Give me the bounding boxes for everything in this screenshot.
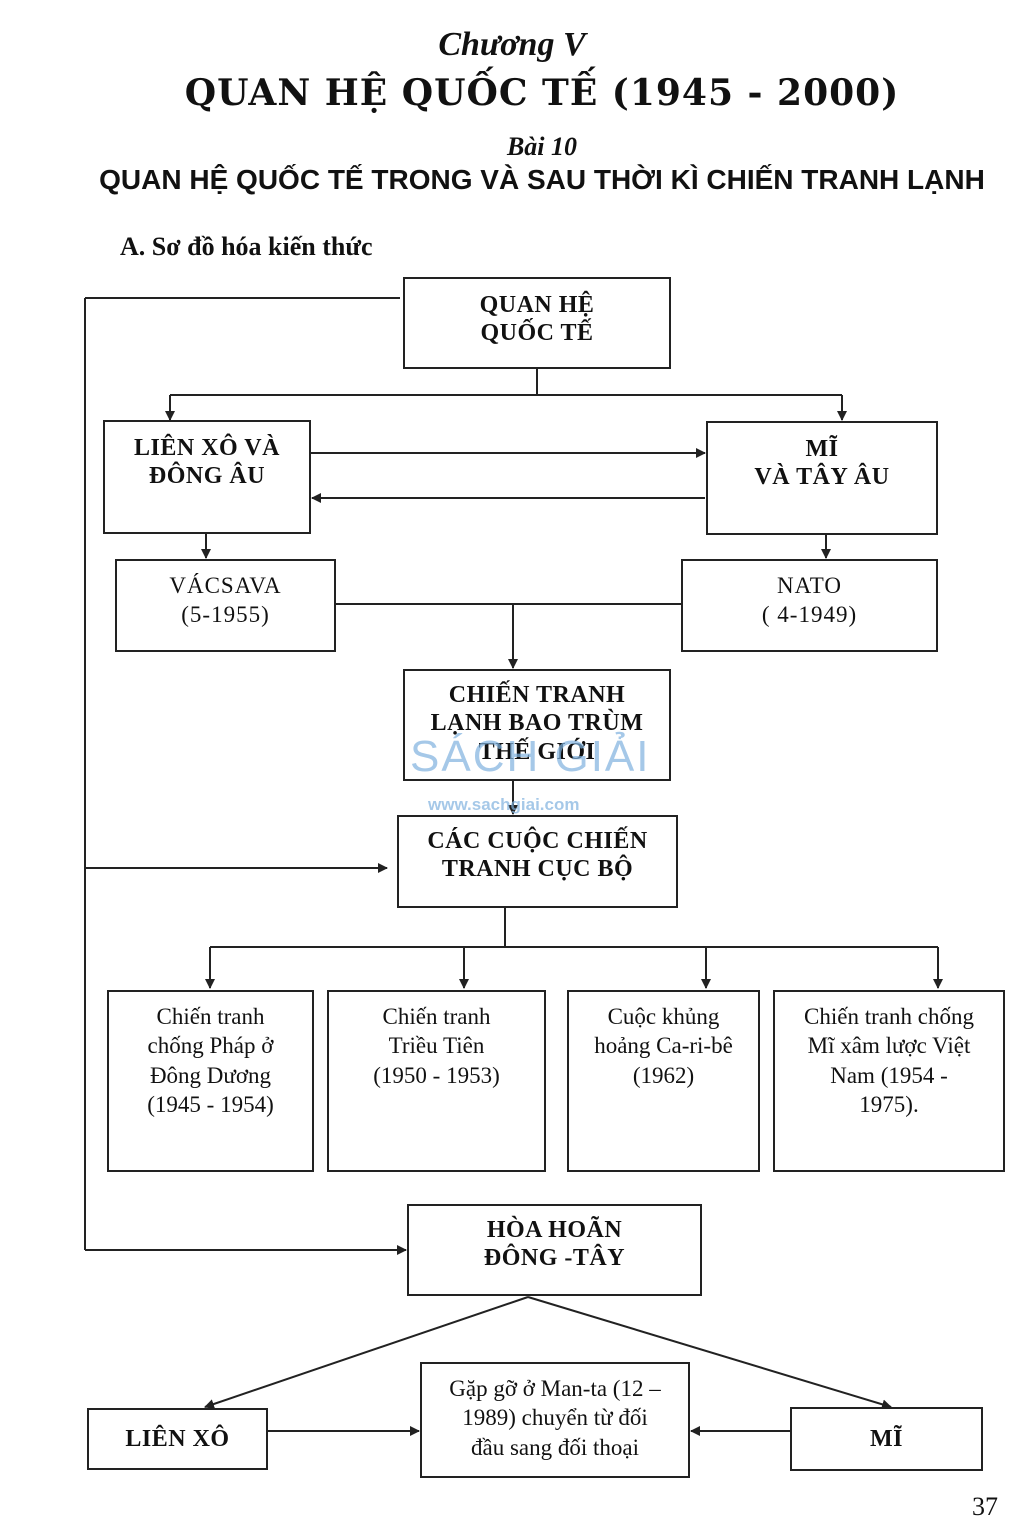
node-conflict-vietnam: Chiến tranh chống Mĩ xâm lược Việt Nam (…	[773, 990, 1005, 1172]
arrow-detente-to-usa	[527, 1296, 892, 1410]
watermark-url: www.sachgiai.com	[428, 795, 580, 814]
node-usa: MĨ	[790, 1407, 983, 1471]
node-soviet-union: LIÊN XÔ	[87, 1408, 268, 1470]
node-label: Chiến tranh chống Pháp ở Đông Dương (194…	[147, 1004, 274, 1118]
node-conflict-korea: Chiến tranh Triều Tiên (1950 - 1953)	[327, 990, 546, 1172]
node-label: Gặp gỡ ở Man-ta (12 – 1989) chuyển từ đố…	[449, 1376, 661, 1460]
node-conflict-caribbean: Cuộc khủng hoảng Ca-ri-bê (1962)	[567, 990, 760, 1172]
node-label: CÁC CUỘC CHIẾN TRANH CỤC BỘ	[427, 828, 648, 883]
lesson-heading: Bài 10	[506, 132, 578, 161]
node-detente: HÒA HOÃN ĐÔNG -TÂY	[407, 1204, 702, 1296]
node-label: Cuộc khủng hoảng Ca-ri-bê (1962)	[594, 1004, 733, 1088]
node-cold-war: CHIẾN TRANH LẠNH BAO TRÙM THẾ GIỚI	[403, 669, 671, 781]
node-label: VÁCSAVA (5-1955)	[169, 573, 282, 628]
node-label: MĨ	[870, 1425, 903, 1452]
node-label: HÒA HOÃN ĐÔNG -TÂY	[483, 1217, 626, 1272]
node-conflict-indochina: Chiến tranh chống Pháp ở Đông Dương (194…	[107, 990, 314, 1172]
section-heading: A. Sơ đồ hóa kiến thức	[120, 232, 373, 261]
node-warsaw-pact: VÁCSAVA (5-1955)	[115, 559, 336, 652]
node-international-relations: QUAN HỆ QUỐC TẾ	[403, 277, 671, 369]
lesson-subtitle: QUAN HỆ QUỐC TẾ TRONG VÀ SAU THỜI KÌ CHI…	[99, 164, 985, 195]
node-label: NATO ( 4-1949)	[761, 573, 858, 628]
node-nato: NATO ( 4-1949)	[681, 559, 938, 652]
node-local-wars: CÁC CUỘC CHIẾN TRANH CỤC BỘ	[397, 815, 678, 908]
node-label: LIÊN XÔ	[125, 1425, 230, 1452]
chapter-heading: Chương V	[438, 26, 586, 63]
node-west-bloc: MĨ VÀ TÂY ÂU	[706, 421, 938, 535]
node-east-bloc: LIÊN XÔ VÀ ĐÔNG ÂU	[103, 420, 311, 534]
arrow-detente-to-soviet	[204, 1296, 529, 1409]
watermark-logo: SÁCH GIẢI	[410, 732, 651, 781]
page-number: 37	[972, 1492, 998, 1521]
node-label: Chiến tranh chống Mĩ xâm lược Việt Nam (…	[804, 1004, 974, 1118]
node-label: CHIẾN TRANH LẠNH BAO TRÙM THẾ GIỚI	[430, 682, 644, 765]
page-title: QUAN HỆ QUỐC TẾ (1945 - 2000)	[184, 72, 900, 114]
node-label: MĨ VÀ TÂY ÂU	[754, 436, 890, 491]
node-malta-summit: Gặp gỡ ở Man-ta (12 – 1989) chuyển từ đố…	[420, 1362, 690, 1478]
node-label: QUAN HỆ QUỐC TẾ	[479, 292, 595, 347]
node-label: Chiến tranh Triều Tiên (1950 - 1953)	[373, 1004, 500, 1088]
node-label: LIÊN XÔ VÀ ĐÔNG ÂU	[134, 435, 280, 490]
